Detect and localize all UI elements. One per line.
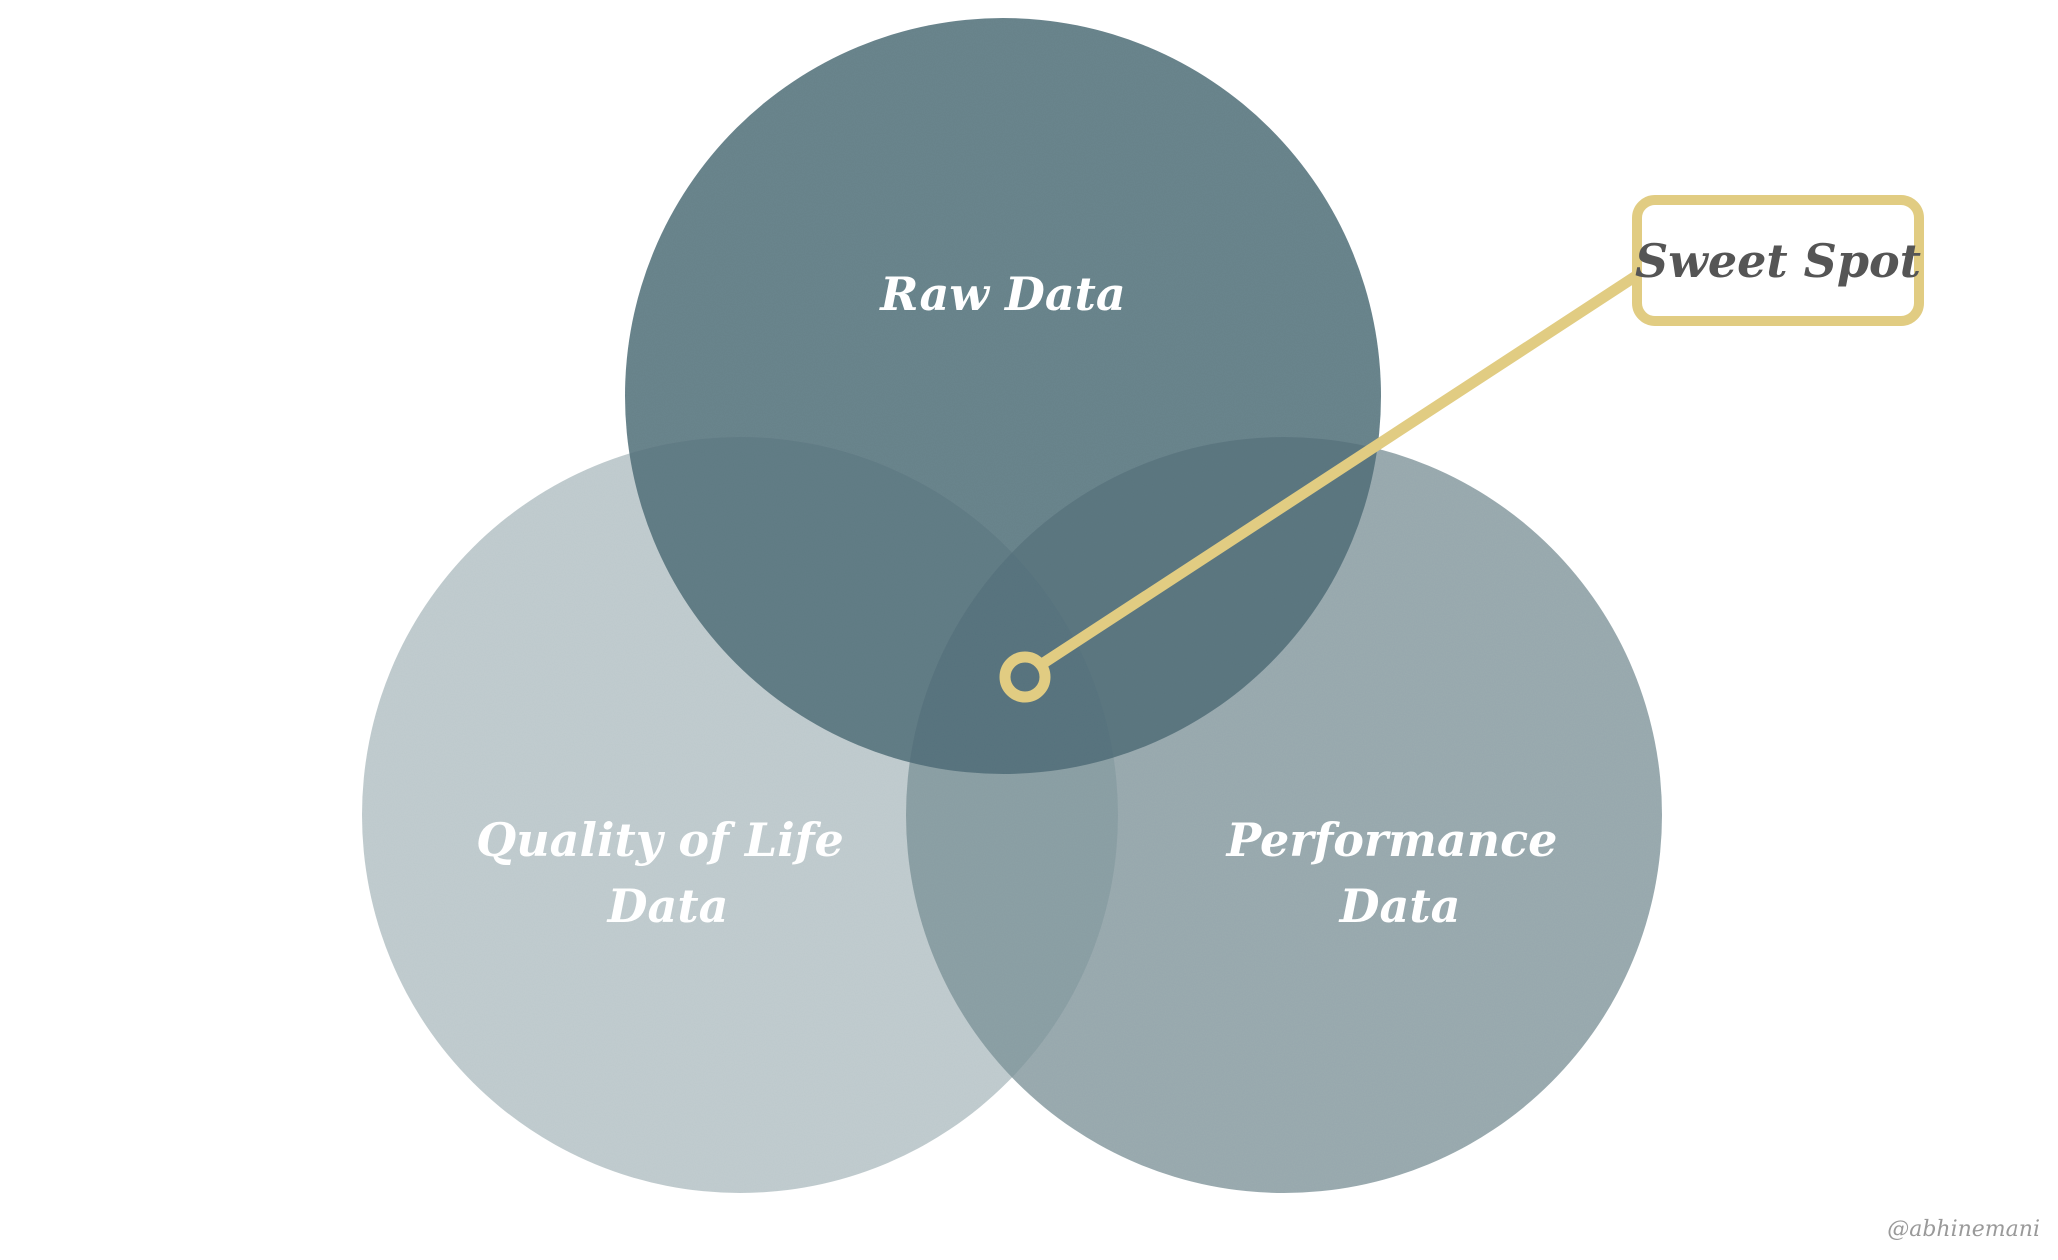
performance-label: Performance Data [1225,813,1574,933]
circles-layer [362,18,1662,1193]
callout-box [1632,195,1924,326]
callout-leader-line [1036,270,1642,670]
sweet-spot-marker [999,651,1051,703]
author-credit: @abhinemani [1887,1217,2040,1242]
raw-data-label: Raw Data [878,267,1125,321]
quality-of-life-label: Quality of Life Data [476,813,860,933]
sweet-spot-label: Sweet Spot [1635,234,1921,288]
sweet-spot-callout: Sweet Spot [999,195,1924,703]
raw-data-circle [625,18,1381,774]
